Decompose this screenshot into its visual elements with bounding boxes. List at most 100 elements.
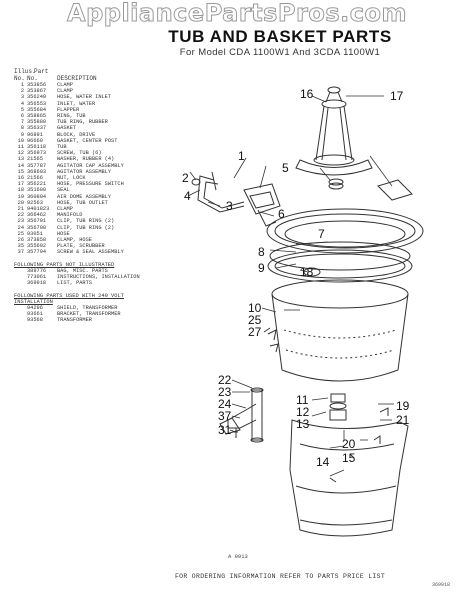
section1-item-part: 389776: [27, 267, 47, 274]
callout-11: 11: [296, 393, 309, 407]
part-desc: BLOCK, DRIVE: [57, 131, 96, 138]
callout-1: 1: [238, 149, 245, 163]
header-illus: Illus.: [14, 68, 36, 75]
callout-9: 9: [258, 261, 265, 275]
part-desc: PLATE, SCRUBBER: [57, 243, 105, 250]
part-no: 2: [20, 88, 24, 95]
part-desc: WASHER, RUBBER (4): [57, 156, 115, 163]
outer-housing: [289, 407, 409, 537]
center-seal: [303, 267, 321, 277]
part-no: 17: [17, 181, 24, 188]
part-no: 24: [17, 224, 24, 231]
header-desc: DESCRIPTION: [57, 75, 97, 82]
agitator: [295, 86, 373, 176]
page-subtitle: For Model CDA 1100W1 And 3CDA 1100W1: [179, 47, 381, 58]
section2-item-part: 94296: [27, 304, 43, 311]
part-part: 93051: [27, 230, 43, 237]
section-240-volt: FOLLOWING PARTS USED WITH 240 VOLT INSTA…: [14, 292, 124, 305]
manifold-assembly: [219, 387, 264, 443]
section2-item-desc: TRANSFORMER: [57, 316, 92, 323]
part-no: 22: [17, 212, 24, 219]
part-part: 360804: [27, 193, 47, 200]
part-desc: CLAMP, HOSE: [57, 237, 92, 244]
part-no: 5: [20, 106, 24, 113]
callout-25: 25: [248, 313, 262, 327]
tub: [271, 279, 409, 382]
part-no: 9: [20, 131, 24, 138]
part-no: 3: [20, 94, 24, 101]
part-desc: GASKET: [57, 125, 77, 132]
callout-13: 13: [296, 417, 310, 431]
section1-item-desc: BAG, MISC. PARTS: [57, 267, 108, 274]
section-not-illustrated: FOLLOWING PARTS NOT ILLUSTRATED: [14, 261, 115, 268]
drive-block: [329, 393, 347, 421]
part-desc: CLIP, TUB RING (2): [57, 218, 115, 225]
part-no: 18: [17, 187, 24, 194]
part-desc: AGITATOR ASSEMBLY: [57, 168, 112, 175]
parts-header: Illus. Part: [14, 68, 184, 75]
part-part: 353867: [27, 88, 47, 95]
part-desc: SCREW & SEAL ASSEMBLY: [57, 249, 124, 256]
part-part: 368603: [27, 168, 47, 175]
part-no: 23: [17, 218, 24, 225]
part-no: 7: [20, 119, 24, 126]
callout-16: 16: [300, 87, 314, 101]
section1-item-part: 369918: [27, 280, 47, 287]
tub-ring: [266, 208, 424, 254]
part-no: 11: [17, 144, 24, 151]
part-desc: AGITATOR CAP ASSEMBLY: [57, 162, 124, 169]
part-no: 10: [17, 137, 24, 144]
part-desc: AIR DOME ASSEMBLY: [57, 193, 112, 200]
part-desc: HOSE, PRESSURE SWITCH: [57, 181, 124, 188]
part-part: 373858: [27, 237, 47, 244]
part-part: 358865: [27, 113, 47, 120]
callout-27: 27: [248, 325, 262, 339]
part-part: 357787: [27, 162, 47, 169]
section2-item-part: 93568: [27, 316, 43, 323]
callout-14: 14: [316, 455, 330, 469]
page-code: 369918: [432, 582, 451, 588]
callout-17: 17: [390, 89, 404, 103]
part-desc: FLAPPER: [57, 106, 80, 113]
part-desc: CLAMP: [57, 88, 73, 95]
part-no: 1: [20, 82, 24, 88]
header-no: No.: [14, 75, 25, 82]
callout-15: 15: [342, 451, 356, 465]
footer-note: FOR ORDERING INFORMATION REFER TO PARTS …: [174, 573, 386, 580]
part-desc: RING, TUB: [57, 113, 86, 120]
part-desc: SCREW, TUB (6): [57, 150, 102, 157]
header-part: Part: [34, 68, 49, 75]
part-no: 35: [17, 243, 24, 250]
callout-35: 37: [218, 409, 232, 423]
part-desc: HOSE, TUB OUTLET: [57, 199, 108, 206]
part-no: 21: [17, 206, 24, 213]
parts-header-2: No. No. DESCRIPTION: [14, 75, 184, 82]
section2-item-desc: SHIELD, TRANSFORMER: [57, 304, 118, 311]
section2-item-row: 93568 TRANSFORMER: [14, 317, 184, 323]
callout-2: 2: [182, 171, 189, 185]
part-part: 356701: [27, 218, 47, 225]
part-part: 356249: [27, 94, 47, 101]
seal-part: [377, 179, 413, 201]
part-desc: MANIFOLD: [57, 212, 83, 219]
part-no: 25: [17, 230, 24, 237]
clip-part: [267, 329, 277, 341]
part-desc: GASKET, CENTER POST: [57, 137, 118, 144]
part-no: 8: [20, 125, 24, 132]
section1-item-desc: INSTRUCTIONS, INSTALLATION: [57, 274, 140, 281]
